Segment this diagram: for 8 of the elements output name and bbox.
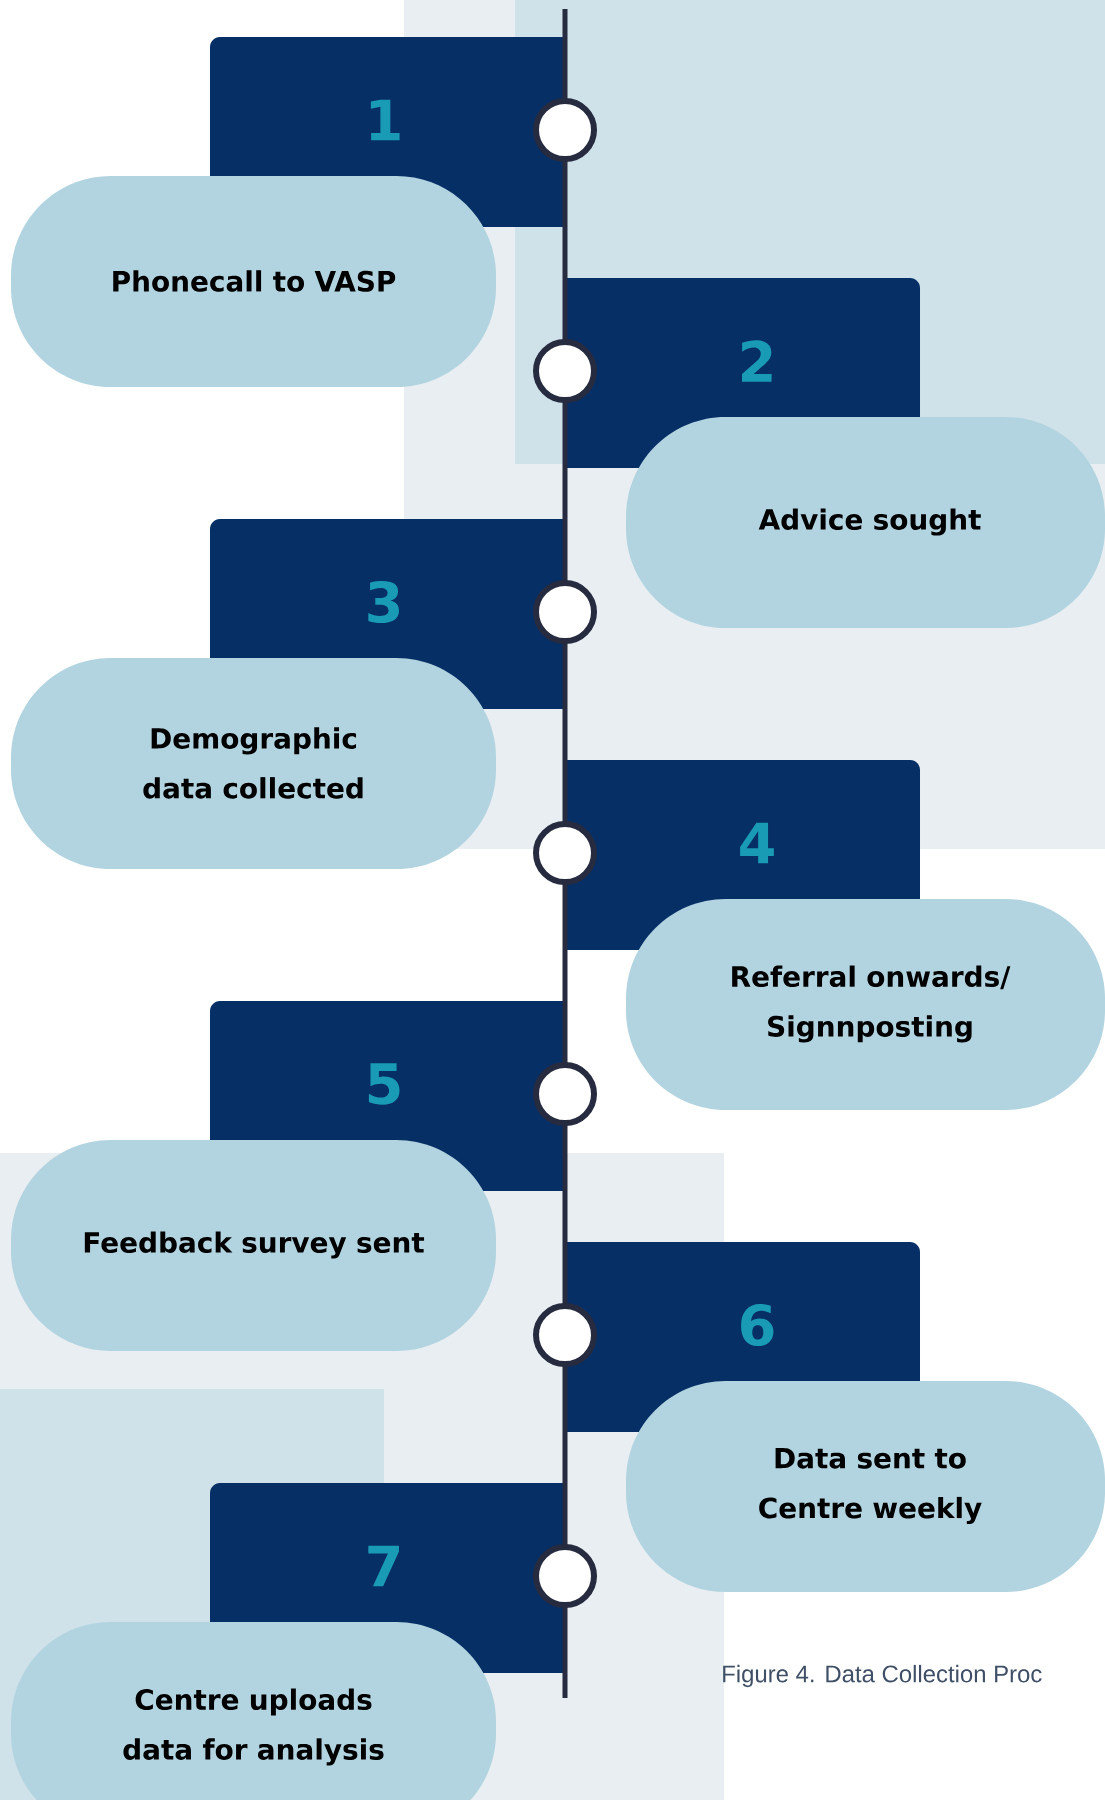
step-pill: Demographic data collected [11,658,496,869]
step-pill: Centre uploads data for analysis [11,1622,496,1800]
step-pill: Advice sought [626,417,1105,628]
step-pill: Data sent to Centre weekly [626,1381,1105,1592]
step-pill: Referral onwards/ Signnposting [626,899,1105,1110]
step-pill: Feedback survey sent [11,1140,496,1351]
step-pill: Phonecall to VASP [11,176,496,387]
figure-caption: Figure 4. Data Collection Proc [723,1664,1042,1688]
